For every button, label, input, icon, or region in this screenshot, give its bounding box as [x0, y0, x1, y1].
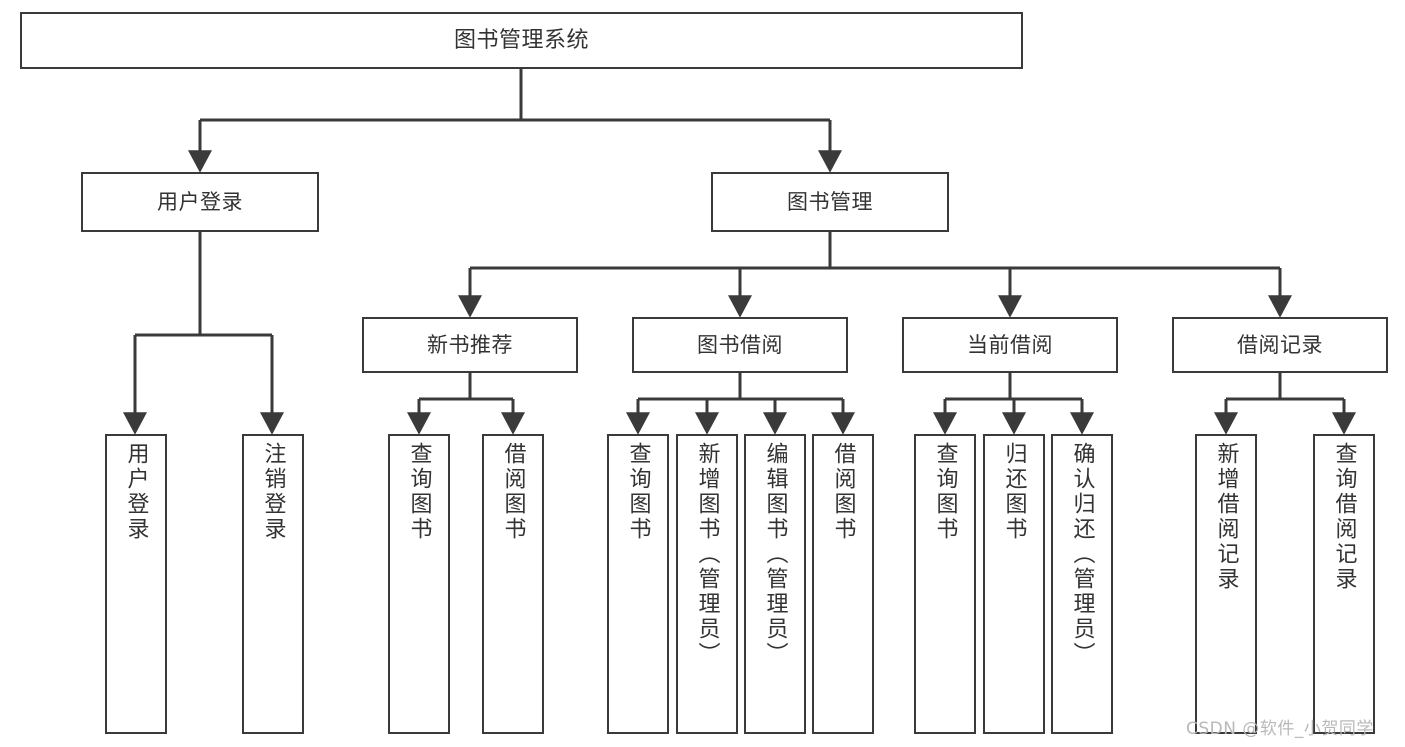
node-label: 归还图书: [1001, 442, 1027, 542]
node-level2-borrow-record[interactable]: 借阅记录: [1172, 317, 1388, 373]
node-label: 借阅图书: [830, 442, 856, 542]
csdn-watermark: CSDN @软件_小贺同学: [1186, 719, 1374, 739]
node-leaf-add-book-admin[interactable]: 新增图书（管理员）: [676, 434, 738, 734]
node-leaf-query-book-rec[interactable]: 查询图书: [388, 434, 450, 734]
node-label: 编辑图书（管理员）: [762, 442, 788, 667]
node-label: 查询图书: [406, 442, 432, 542]
node-label: 当前借阅: [967, 332, 1053, 357]
node-label: 借阅图书: [500, 442, 526, 542]
node-label: 确认归还（管理员）: [1069, 442, 1095, 667]
node-level2-new-book-recommend[interactable]: 新书推荐: [362, 317, 578, 373]
node-label: 图书管理系统: [453, 27, 589, 53]
node-leaf-query-book-current[interactable]: 查询图书: [914, 434, 976, 734]
node-label: 注销登录: [260, 442, 286, 542]
node-label: 查询图书: [932, 442, 958, 542]
node-label: 用户登录: [157, 189, 243, 214]
node-label: 图书借阅: [697, 332, 783, 357]
node-leaf-query-borrow-record[interactable]: 查询借阅记录: [1313, 434, 1375, 734]
node-root[interactable]: 图书管理系统: [20, 12, 1023, 69]
node-label: 新增借阅记录: [1213, 442, 1239, 592]
node-label: 查询借阅记录: [1331, 442, 1357, 592]
node-label: 查询图书: [625, 442, 651, 542]
node-label: 用户登录: [123, 442, 149, 542]
node-level2-book-borrow[interactable]: 图书借阅: [632, 317, 848, 373]
node-leaf-confirm-return-admin[interactable]: 确认归还（管理员）: [1051, 434, 1113, 734]
node-leaf-user-login[interactable]: 用户登录: [105, 434, 167, 734]
node-leaf-query-book-borrow[interactable]: 查询图书: [607, 434, 669, 734]
node-label: 图书管理: [787, 189, 873, 214]
node-leaf-return-book[interactable]: 归还图书: [983, 434, 1045, 734]
node-level1-user-login[interactable]: 用户登录: [81, 172, 319, 232]
node-label: 借阅记录: [1237, 332, 1323, 357]
node-leaf-edit-book-admin[interactable]: 编辑图书（管理员）: [744, 434, 806, 734]
node-label: 新增图书（管理员）: [694, 442, 720, 667]
node-label: 新书推荐: [427, 332, 513, 357]
node-leaf-borrow-book[interactable]: 借阅图书: [812, 434, 874, 734]
node-leaf-add-borrow-record[interactable]: 新增借阅记录: [1195, 434, 1257, 734]
node-leaf-logout[interactable]: 注销登录: [242, 434, 304, 734]
node-level2-current-borrow[interactable]: 当前借阅: [902, 317, 1118, 373]
node-leaf-borrow-book-rec[interactable]: 借阅图书: [482, 434, 544, 734]
node-level1-book-management[interactable]: 图书管理: [711, 172, 949, 232]
